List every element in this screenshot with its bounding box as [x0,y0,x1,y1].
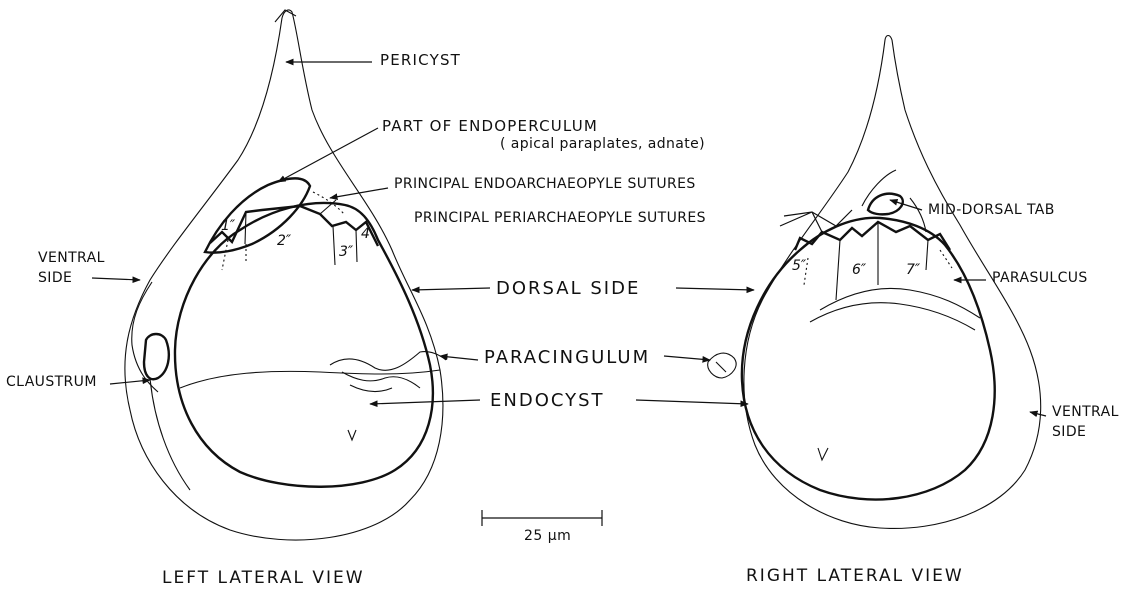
label-mid-dorsal-tab: MID-DORSAL TAB [928,202,1055,218]
left-endocyst-outline [175,203,433,487]
right-antapical-notch [818,448,828,460]
left-claustrum [144,334,169,379]
plate-label-2: 2″ [277,233,291,249]
label-dorsal-side: DORSAL SIDE [496,278,640,299]
arrow-claustrum [110,380,150,384]
left-paracingulum-band [180,370,440,388]
left-antapical-notch [348,430,356,440]
right-paracingulum-frills [708,353,736,378]
label-peri-sutures: PRINCIPAL PERIARCHAEOPYLE SUTURES [414,210,706,226]
right-specimen [708,36,1041,529]
plate-label-7: 7″ [906,262,920,278]
label-endocyst: ENDOCYST [490,390,605,411]
arrow-endo-sutures [330,188,388,198]
arrow-ventral-right [1030,412,1046,416]
plate-label-1: 1″ [221,218,235,234]
label-claustrum: CLAUSTRUM [6,374,97,390]
plate-label-6: 6″ [852,262,866,278]
label-paracingulum: PARACINGULUM [484,347,650,368]
label-left-lateral-view: LEFT LATERAL VIEW [162,568,365,588]
left-ventral-bulge [132,282,158,392]
right-mid-dorsal-tab [868,194,903,215]
label-scale: 25 μm [524,528,571,544]
label-endoperculum: PART OF ENDOPERCULUM [382,117,598,135]
label-ventral-side-left: VENTRAL SIDE [38,248,102,288]
right-archeopyle-margin [795,222,950,250]
arrow-dorsal-left [412,288,490,290]
arrow-dorsal-right [676,288,754,290]
plate-label-3: 3″ [339,244,353,260]
right-endocyst-outline [742,218,995,500]
arrow-mid-dorsal [890,200,922,210]
label-right-lateral-view: RIGHT LATERAL VIEW [746,566,964,586]
right-endocyst-rim [810,288,980,330]
left-endoperculum-piece [205,178,310,252]
arrow-paracingulum-right [664,356,710,360]
label-endo-sutures: PRINCIPAL ENDOARCHAEOPYLE SUTURES [394,176,696,192]
label-parasulcus: PARASULCUS [992,270,1088,286]
left-claustrum-inner [150,378,190,490]
label-pericyst: PERICYST [380,51,461,69]
arrow-endocyst-left [370,400,480,404]
left-specimen [125,10,446,540]
label-endoperculum-note: ( apical paraplates, adnate) [500,136,705,152]
label-ventral-side-right: VENTRAL SIDE [1052,402,1116,442]
arrow-peri-sutures [780,210,852,232]
scale-bar [482,510,602,526]
arrow-endoperculum [278,128,378,182]
plate-label-4: 4 [361,226,370,242]
plate-label-5: 5″ [792,258,806,274]
arrow-endocyst-right [636,400,748,404]
